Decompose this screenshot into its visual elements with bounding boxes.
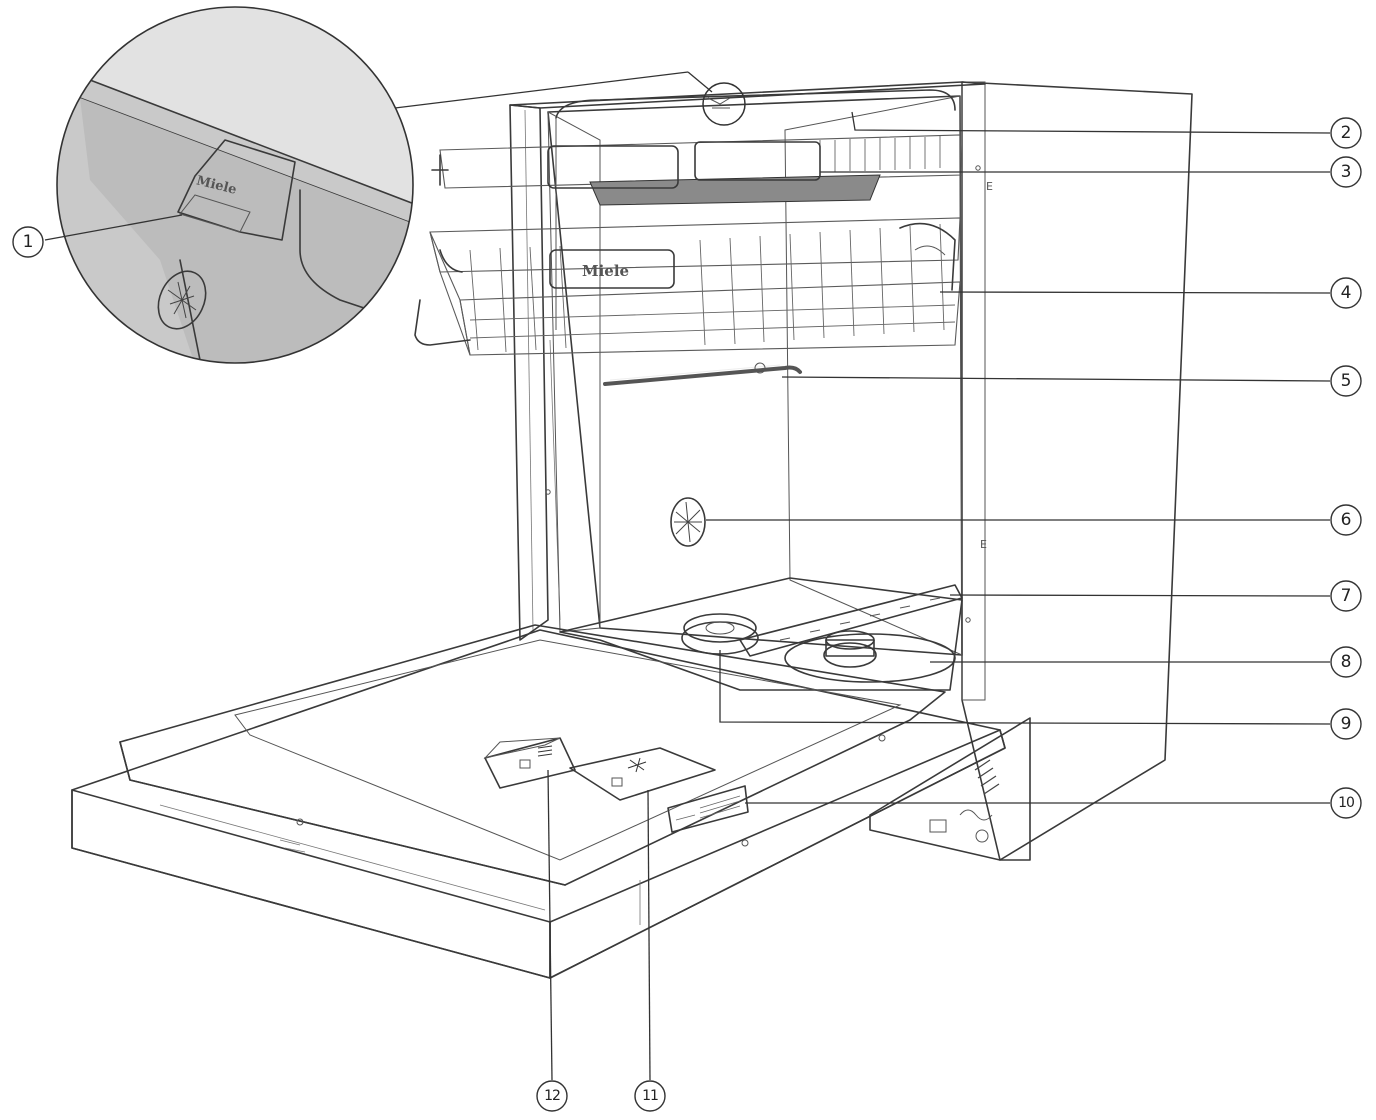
- lower-spray-arm: [739, 584, 963, 657]
- svg-text:E: E: [986, 180, 993, 193]
- filter-combination: [784, 630, 956, 683]
- hinge-area: [869, 717, 1031, 861]
- callout-12: 12: [536, 1080, 568, 1112]
- basket-logo-text: Miele: [582, 262, 629, 280]
- callout-lines: [44, 111, 1331, 1081]
- upper-spray-arm: [603, 362, 802, 386]
- callout-1-number: 1: [23, 232, 34, 252]
- callout-5-number: 5: [1341, 371, 1352, 391]
- callout-8-number: 8: [1341, 652, 1352, 672]
- callout-9-number: 9: [1341, 714, 1352, 734]
- detail-magnifier: Miele: [56, 6, 746, 364]
- callout-2-number: 2: [1341, 123, 1352, 143]
- callout-1: 1: [12, 226, 44, 258]
- callout-10: 10: [1330, 787, 1362, 819]
- callout-12-number: 12: [544, 1088, 560, 1104]
- callout-11: 11: [634, 1080, 666, 1112]
- callout-4: 4: [1330, 277, 1362, 309]
- callout-2: 2: [1330, 117, 1362, 149]
- callout-3: 3: [1330, 156, 1362, 188]
- callout-6-number: 6: [1341, 510, 1352, 530]
- callout-8: 8: [1330, 646, 1362, 678]
- callout-7-number: 7: [1341, 586, 1352, 606]
- salt-reservoir: [681, 613, 759, 655]
- callout-3-number: 3: [1341, 162, 1352, 182]
- callout-7: 7: [1330, 580, 1362, 612]
- callout-6: 6: [1330, 504, 1362, 536]
- callout-10-number: 10: [1338, 795, 1354, 811]
- callout-4-number: 4: [1341, 283, 1352, 303]
- interior-tub: [547, 89, 963, 691]
- air-vent: [670, 497, 706, 547]
- svg-text:E: E: [980, 538, 987, 551]
- callout-9: 9: [1330, 708, 1362, 740]
- callout-5: 5: [1330, 365, 1362, 397]
- open-door: [71, 624, 1006, 979]
- cutlery-tray: [431, 134, 963, 206]
- callout-11-number: 11: [642, 1088, 658, 1104]
- upper-basket: Miele: [414, 217, 961, 356]
